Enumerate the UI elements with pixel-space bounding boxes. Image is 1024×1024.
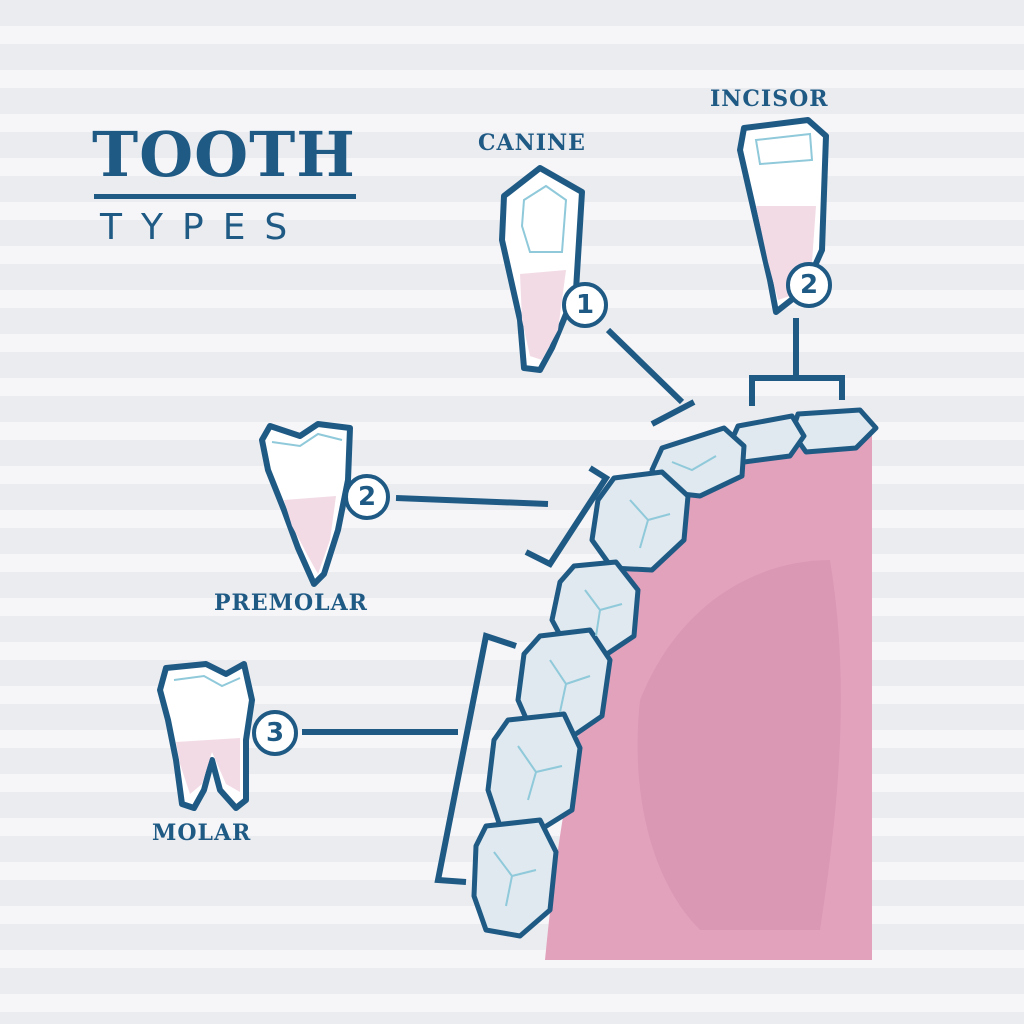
title-divider: [94, 194, 356, 199]
canine-tooth-illustration: [499, 165, 585, 373]
connectors: [302, 318, 845, 885]
premolar-count-badge: 2: [344, 474, 390, 520]
canine-label: CANINE: [478, 130, 586, 156]
arch-tooth-molar-2: [485, 711, 583, 833]
arch-tooth-molar-3: [471, 817, 559, 939]
molar-count-badge: 3: [252, 710, 298, 756]
molar-label: MOLAR: [152, 820, 252, 846]
incisor-label: INCISOR: [710, 86, 829, 112]
dental-arch: [471, 407, 879, 939]
molar-tooth-illustration: [157, 661, 255, 811]
canine-bracket: [650, 399, 696, 427]
enamel-cracks: [493, 455, 717, 907]
premolar-label: PREMOLAR: [214, 590, 368, 616]
incisor-bracket: [749, 375, 845, 406]
canine-count-badge: 1: [562, 282, 608, 328]
molar-bracket: [434, 632, 517, 885]
canine-connector-line: [605, 327, 685, 405]
gum-shading: [637, 560, 841, 930]
arch-tooth-premolar-1: [589, 469, 691, 573]
premolar-bracket: [524, 465, 611, 568]
title-main: TOOTH: [92, 118, 356, 191]
title-sub: TYPES: [100, 207, 307, 248]
incisor-count-badge: 2: [786, 262, 832, 308]
premolar-tooth-illustration: [259, 421, 353, 587]
premolar-connector-line: [395, 495, 549, 507]
